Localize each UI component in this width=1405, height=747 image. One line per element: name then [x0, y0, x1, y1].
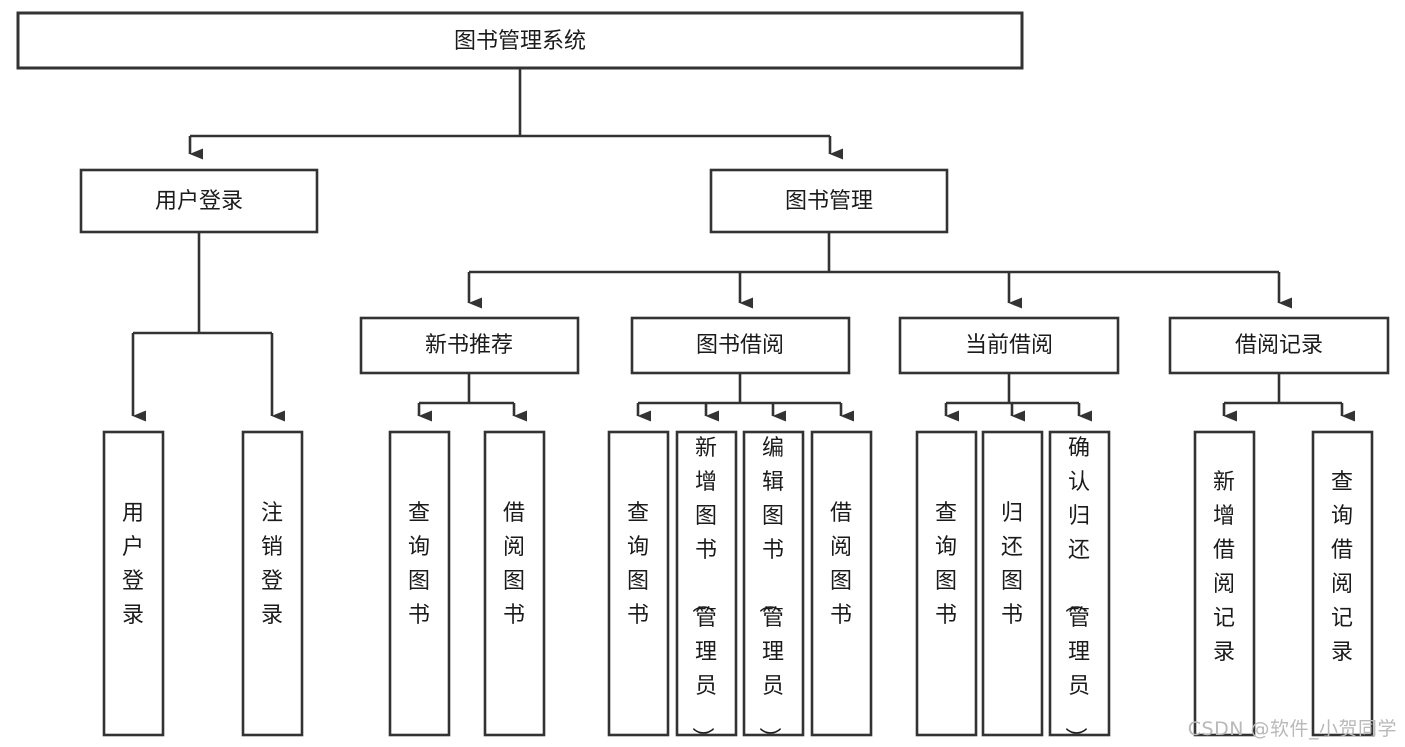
node-book-borrow-box[interactable] — [630, 316, 851, 375]
node-book-borrow-label: 图书借阅 — [696, 333, 784, 358]
leaf-add-book-label: 新增图书（管理员） — [689, 436, 717, 747]
leaf-add-borrow-record-box[interactable] — [1193, 430, 1256, 737]
node-root-box[interactable] — [16, 11, 1024, 70]
leaf-logout-login-label: 注销登录 — [261, 501, 283, 628]
leaf-borrow-book-1[interactable]: 借阅图书 — [483, 430, 546, 737]
leaf-user-login-label: 用户登录 — [122, 501, 144, 628]
leaf-borrow-book-2-label: 借阅图书 — [830, 501, 852, 628]
node-new-book-recommend-box[interactable] — [359, 316, 580, 375]
node-book-borrow[interactable]: 图书借阅 — [630, 316, 851, 375]
leaf-query-book-2-box[interactable] — [607, 430, 670, 737]
leaf-query-book-2-label: 查询图书 — [627, 501, 649, 628]
leaf-confirm-return[interactable]: 确认归还（管理员） — [1048, 430, 1111, 747]
leaf-logout-login[interactable]: 注销登录 — [241, 430, 304, 737]
leaf-user-login-box[interactable] — [102, 430, 165, 737]
node-borrow-record-box[interactable] — [1168, 316, 1390, 375]
leaf-add-book-box[interactable] — [675, 430, 738, 737]
node-new-book-recommend-label: 新书推荐 — [425, 333, 513, 358]
leaf-borrow-book-1-box[interactable] — [483, 430, 546, 737]
node-borrow-record[interactable]: 借阅记录 — [1168, 316, 1390, 375]
leaf-query-book-1-box[interactable] — [388, 430, 451, 737]
node-book-manage[interactable]: 图书管理 — [709, 168, 949, 234]
leaf-borrow-book-2[interactable]: 借阅图书 — [810, 430, 873, 737]
node-new-book-recommend[interactable]: 新书推荐 — [359, 316, 580, 375]
leaf-query-book-1-label: 查询图书 — [408, 501, 430, 628]
leaf-user-login[interactable]: 用户登录 — [102, 430, 165, 737]
node-book-manage-label: 图书管理 — [785, 189, 873, 214]
leaf-return-book[interactable]: 归还图书 — [981, 430, 1044, 737]
leaf-edit-book-label: 编辑图书（管理员） — [756, 436, 784, 747]
node-root[interactable]: 图书管理系统 — [16, 11, 1024, 70]
node-borrow-record-label: 借阅记录 — [1235, 333, 1323, 358]
leaf-query-borrow-record-box[interactable] — [1311, 430, 1374, 737]
leaf-add-borrow-record-label: 新增借阅记录 — [1213, 470, 1235, 665]
leaf-query-book-2[interactable]: 查询图书 — [607, 430, 670, 737]
csdn-watermark: CSDN @软件_小贺同学 — [1187, 718, 1397, 740]
node-user-login-box[interactable] — [79, 168, 319, 234]
node-current-borrow-label: 当前借阅 — [965, 333, 1053, 358]
leaf-edit-book[interactable]: 编辑图书（管理员） — [742, 430, 805, 747]
node-book-manage-box[interactable] — [709, 168, 949, 234]
edge-layer — [131, 68, 1355, 422]
leaf-confirm-return-box[interactable] — [1048, 430, 1111, 737]
leaf-confirm-return-label: 确认归还（管理员） — [1062, 436, 1090, 747]
leaf-query-book-1[interactable]: 查询图书 — [388, 430, 451, 737]
leaf-query-book-3-box[interactable] — [915, 430, 978, 737]
leaf-query-book-3[interactable]: 查询图书 — [915, 430, 978, 737]
leaf-query-borrow-record[interactable]: 查询借阅记录 — [1311, 430, 1374, 737]
leaf-edit-book-box[interactable] — [742, 430, 805, 737]
node-user-login[interactable]: 用户登录 — [79, 168, 319, 234]
leaf-borrow-book-2-box[interactable] — [810, 430, 873, 737]
leaf-borrow-book-1-label: 借阅图书 — [503, 501, 525, 628]
leaf-logout-login-box[interactable] — [241, 430, 304, 737]
node-current-borrow-box[interactable] — [898, 316, 1120, 375]
leaf-query-book-3-label: 查询图书 — [935, 501, 957, 628]
node-root-label: 图书管理系统 — [454, 29, 586, 54]
leaf-return-book-label: 归还图书 — [1001, 501, 1023, 628]
leaf-add-book[interactable]: 新增图书（管理员） — [675, 430, 738, 747]
node-current-borrow[interactable]: 当前借阅 — [898, 316, 1120, 375]
leaf-add-borrow-record[interactable]: 新增借阅记录 — [1193, 430, 1256, 737]
leaf-return-book-box[interactable] — [981, 430, 1044, 737]
leaf-query-borrow-record-label: 查询借阅记录 — [1331, 470, 1353, 665]
node-user-login-label: 用户登录 — [155, 189, 243, 214]
